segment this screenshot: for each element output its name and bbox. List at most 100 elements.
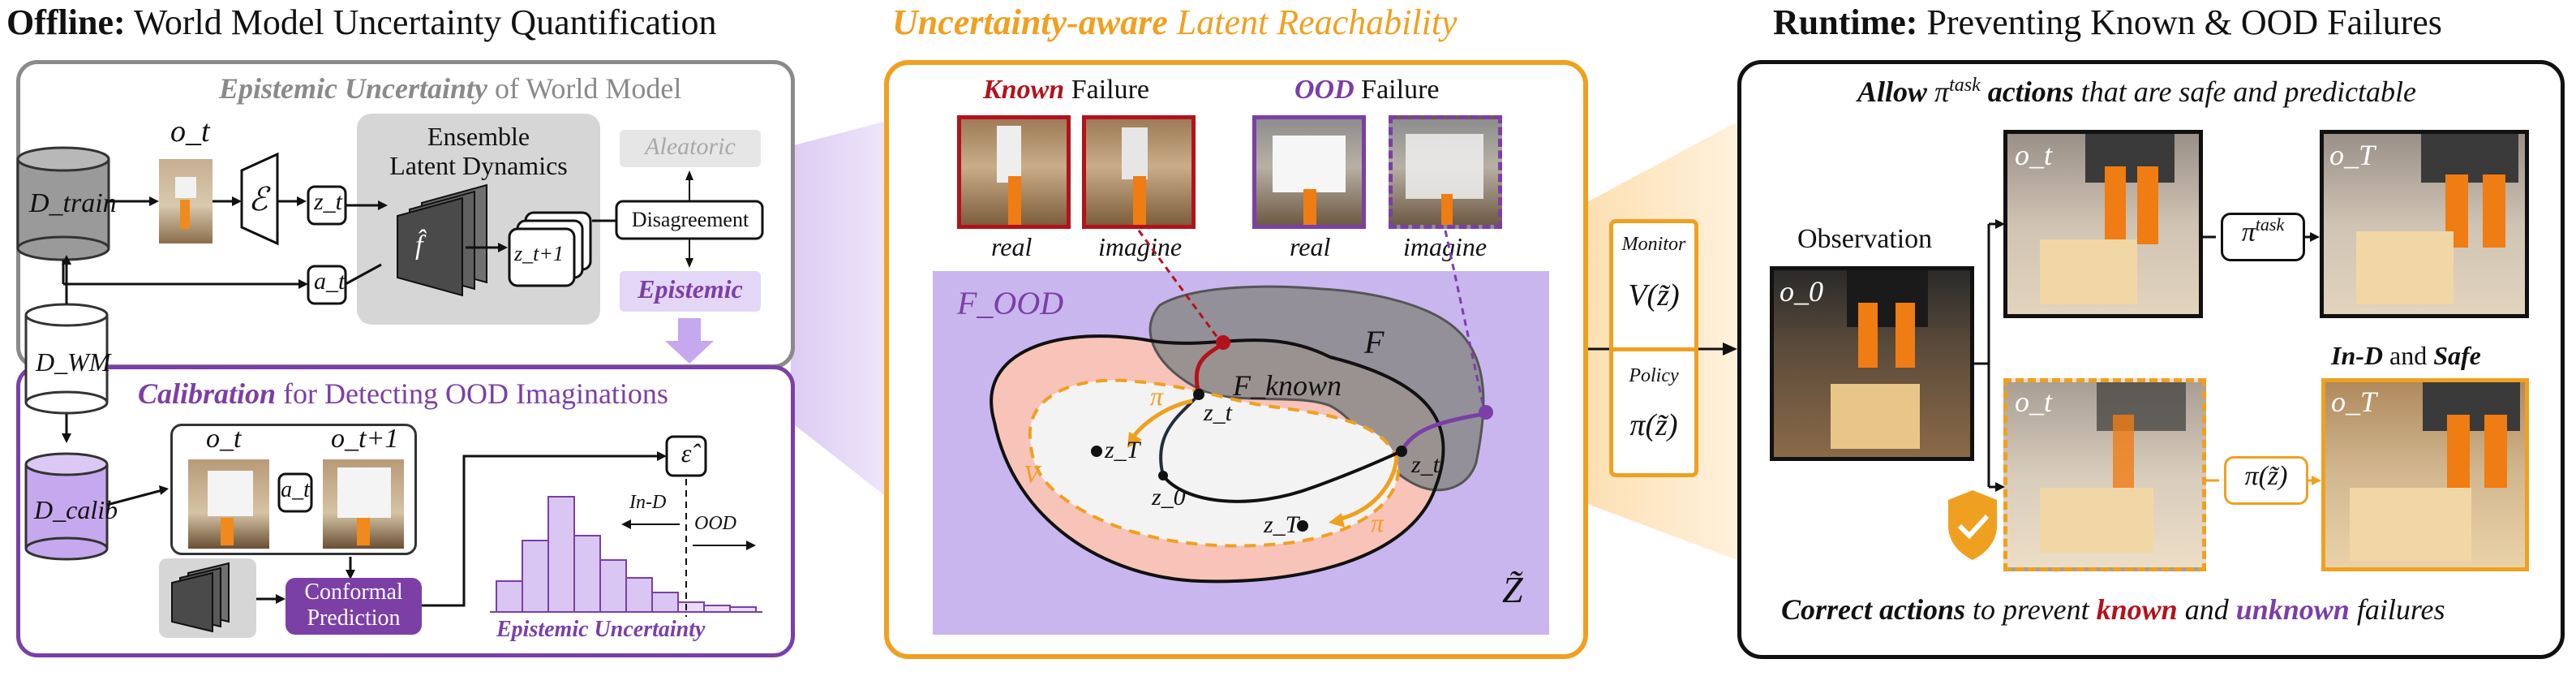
zt2-text: z_t xyxy=(1411,451,1440,478)
arrow-at-dynamics xyxy=(345,263,382,286)
policy-label: Policy xyxy=(1609,365,1698,387)
calibration-title-bold: Calibration xyxy=(138,377,277,410)
zt2-label: z_t xyxy=(1411,451,1440,479)
calib-model-stack xyxy=(171,562,230,633)
ood-imagine-image xyxy=(1389,115,1502,229)
encoder-text: ℰ xyxy=(248,181,268,218)
offline-title-bold: Offline: xyxy=(6,2,126,42)
connector-arrowhead xyxy=(1723,342,1737,355)
known-imagine-image xyxy=(1082,115,1196,229)
calibration-title-rest: for Detecting OOD Imaginations xyxy=(283,377,668,410)
calib-at-label: a_t xyxy=(279,477,311,503)
calib-ot-text: o_t xyxy=(206,424,242,454)
ood-real-image xyxy=(1252,115,1366,229)
correct-rest2: failures xyxy=(2356,593,2445,626)
f-ood-text: F_OOD xyxy=(957,285,1064,321)
bottom-oT-image xyxy=(2321,378,2529,571)
eps-hat-box xyxy=(665,435,707,477)
ood-dashed-connector xyxy=(1444,230,1486,411)
policy-expr-text: π(z̃) xyxy=(1629,408,1678,442)
safe-bold: Safe xyxy=(2433,341,2481,370)
caption-imagine-1: imagine xyxy=(1098,232,1182,262)
zT2-point xyxy=(1297,520,1308,532)
arrowhead xyxy=(149,196,159,206)
d-wm-cylinder xyxy=(24,303,109,415)
zt-middle-text: z_t xyxy=(1204,399,1233,426)
epistemic-panel-title-bold: Epistemic Uncertainty xyxy=(219,72,487,105)
f-ood-label: F_OOD xyxy=(957,284,1063,322)
d-train-label: D_train xyxy=(29,188,117,219)
offline-camera-image xyxy=(159,159,213,243)
observation-text: Observation xyxy=(1797,224,1933,254)
z0-text: z_0 xyxy=(1152,484,1186,511)
disagreement-label: Disagreement xyxy=(621,208,759,232)
monitor-policy-divider xyxy=(1609,347,1698,351)
f-known-label: F_known xyxy=(1233,368,1342,403)
arrow-conformal-epshat xyxy=(422,455,660,607)
bottom-oT-text: o_T xyxy=(2331,386,2377,418)
policy-text: Policy xyxy=(1629,365,1679,386)
d-calib-cylinder xyxy=(24,452,109,561)
caption-imagine-2-text: imagine xyxy=(1403,232,1488,261)
middle-title-rest: Latent Reachability xyxy=(1176,2,1458,42)
calibration-panel-title: Calibration for Detecting OOD Imaginatio… xyxy=(138,377,668,411)
ood-failure-label: OOD Failure xyxy=(1294,75,1439,106)
correct-caption: Correct actions to prevent known and unk… xyxy=(1781,592,2445,627)
aleatoric-label: Aleatoric xyxy=(620,133,761,161)
zt-label: z_t xyxy=(314,188,342,216)
ensemble-label-line1: Ensemble xyxy=(427,122,530,151)
calib-image-ot xyxy=(188,459,269,549)
monitor-expr-text: V(z̃) xyxy=(1628,278,1680,312)
arrowhead xyxy=(685,170,693,180)
trajectory-to-zt xyxy=(1159,393,1200,476)
arrowhead xyxy=(62,433,71,443)
ensemble-dynamics-stack xyxy=(397,183,487,297)
allow-bold: Allow xyxy=(1857,75,1928,108)
arrowhead xyxy=(1127,432,1142,448)
d-wm-label: D_WM xyxy=(36,347,110,377)
arrowhead xyxy=(159,485,169,495)
o-t-text: o_t xyxy=(170,114,210,149)
arrowhead xyxy=(1995,482,2005,492)
epistemic-chip xyxy=(620,271,761,312)
middle-title: Uncertainty-aware Latent Reachability xyxy=(892,2,1458,43)
zT2-label: z_T xyxy=(1264,511,1299,539)
top-ot-image xyxy=(2003,130,2203,318)
pi-shield-label: π(z̃) xyxy=(2224,461,2308,492)
allow-task: task xyxy=(1949,75,1981,96)
arrowhead xyxy=(2310,232,2320,242)
v-shield-text: V xyxy=(1024,459,1040,489)
o-t-label: o_t xyxy=(170,114,210,149)
f-known-text: F_known xyxy=(1233,369,1342,402)
top-oT-label: o_T xyxy=(2329,138,2375,172)
ood-label: OOD xyxy=(694,513,736,535)
allow-rest: that are safe and predictable xyxy=(2080,75,2417,108)
epistemic-label: Epistemic xyxy=(620,274,761,304)
top-oT-text: o_T xyxy=(2329,139,2376,171)
at-box xyxy=(307,265,347,305)
policy-expr: π(z̃) xyxy=(1609,407,1698,443)
correct-and: and xyxy=(2184,593,2229,626)
d-calib-text: D_calib xyxy=(34,495,118,524)
zT2-text: z_T xyxy=(1264,511,1299,538)
caption-real-2-text: real xyxy=(1290,232,1331,261)
correct-bold: Correct actions xyxy=(1781,593,1966,626)
arrowhead xyxy=(62,255,71,265)
arrowhead xyxy=(232,196,242,206)
offline-title-rest: World Model Uncertainty Quantification xyxy=(133,2,717,42)
epistemic-text: Epistemic xyxy=(638,274,743,304)
runtime-title-bold: Runtime: xyxy=(1773,2,1918,42)
zt-point xyxy=(1193,389,1204,400)
z-next-stack xyxy=(508,211,592,287)
arrowhead xyxy=(346,570,355,579)
known-bold-text: Known xyxy=(983,75,1065,105)
zt-label-middle: z_t xyxy=(1204,399,1232,427)
unknown-word: unknown xyxy=(2235,593,2350,626)
ood-text: OOD xyxy=(694,513,736,534)
observation-label: Observation xyxy=(1797,224,1932,255)
known-dashed-connector xyxy=(1137,230,1221,342)
calib-ot1-text: o_t+1 xyxy=(331,424,399,454)
ind-bold: In-D xyxy=(2331,341,2384,370)
z-tilde-text: Z̃ xyxy=(1502,569,1523,610)
